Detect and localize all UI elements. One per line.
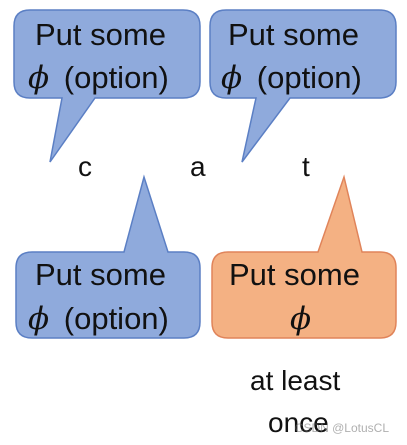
callout-top-left-shape: [13, 9, 201, 163]
callout-bottom-right-phi: ϕ: [290, 301, 311, 337]
callout-bottom-left-line2: ϕ (option): [28, 301, 169, 337]
callout-bottom-left: Put some ϕ (option): [15, 174, 201, 339]
note-line1: at least: [250, 365, 340, 396]
callout-bottom-right: Put some ϕ: [211, 174, 397, 339]
callout-top-left-phi: ϕ: [28, 60, 49, 96]
callout-top-right: Put some ϕ (option): [209, 9, 397, 163]
callout-bottom-right-shape: [211, 174, 397, 339]
callout-top-left-line1: Put some: [35, 17, 166, 52]
callout-bottom-left-suffix: (option): [64, 301, 169, 336]
note-line2: once: [268, 407, 329, 438]
letter-t: t: [302, 151, 310, 182]
callout-top-right-suffix: (option): [257, 60, 362, 95]
callout-bottom-right-line1: Put some: [229, 257, 360, 292]
callout-bottom-left-shape: [15, 174, 201, 339]
callout-bottom-right-line2: ϕ: [290, 301, 311, 337]
callout-bottom-left-line1: Put some: [35, 257, 166, 292]
letter-c: c: [78, 151, 92, 182]
callout-top-right-line2: ϕ (option): [221, 60, 362, 96]
callout-top-right-shape: [209, 9, 397, 163]
callout-top-left: Put some ϕ (option): [13, 9, 201, 163]
letter-a: a: [190, 151, 206, 182]
callout-top-right-phi: ϕ: [221, 60, 242, 96]
callout-top-right-line1: Put some: [228, 17, 359, 52]
callout-top-left-line2: ϕ (option): [28, 60, 169, 96]
watermark: CSDN @LotusCL: [294, 421, 389, 435]
callout-bottom-left-phi: ϕ: [28, 301, 49, 337]
callout-top-left-suffix: (option): [64, 60, 169, 95]
